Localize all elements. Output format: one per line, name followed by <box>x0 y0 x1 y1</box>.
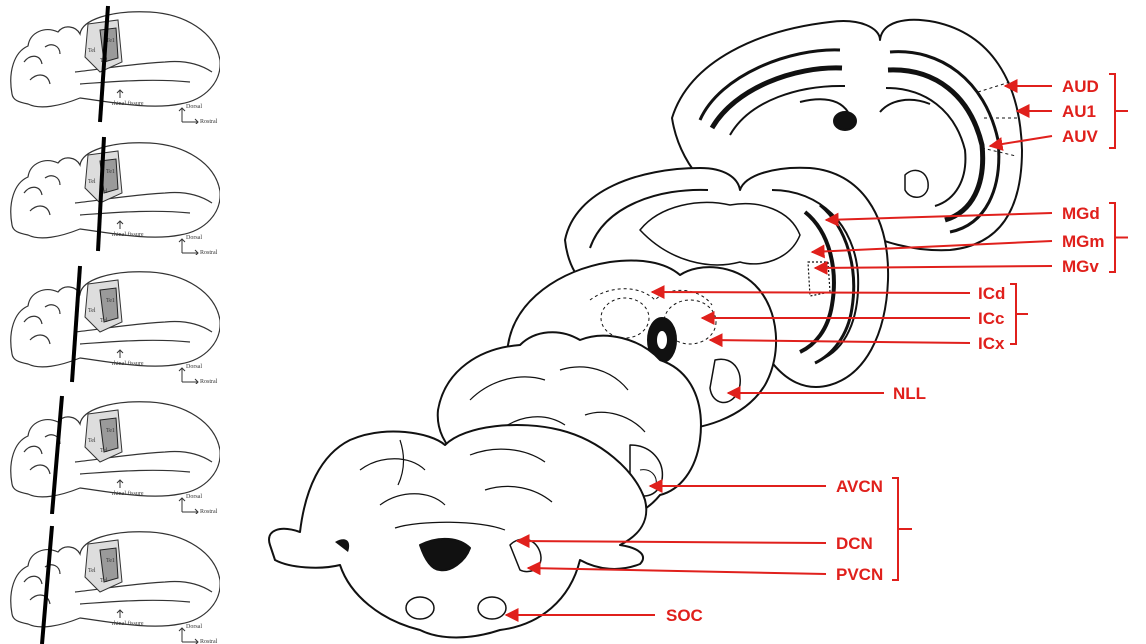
brainstem-section <box>269 425 646 638</box>
grouping-bracket <box>1010 284 1028 344</box>
label-soc: SOC <box>666 607 703 624</box>
grouping-bracket <box>892 478 912 580</box>
label-mgm: MGm <box>1062 233 1105 250</box>
label-au1: AU1 <box>1062 103 1096 120</box>
label-icx: ICx <box>978 335 1004 352</box>
label-mgd: MGd <box>1062 205 1100 222</box>
label-nll: NLL <box>893 385 926 402</box>
label-auv: AUV <box>1062 128 1098 145</box>
label-avcn: AVCN <box>836 478 883 495</box>
grouping-bracket <box>1109 203 1128 272</box>
label-aud: AUD <box>1062 78 1099 95</box>
label-pvcn: PVCN <box>836 566 883 583</box>
label-dcn: DCN <box>836 535 873 552</box>
label-mgv: MGv <box>1062 258 1099 275</box>
pointer-arrow <box>652 292 970 293</box>
label-icd: ICd <box>978 285 1005 302</box>
grouping-bracket <box>1109 74 1128 148</box>
label-icc: ICc <box>978 310 1004 327</box>
